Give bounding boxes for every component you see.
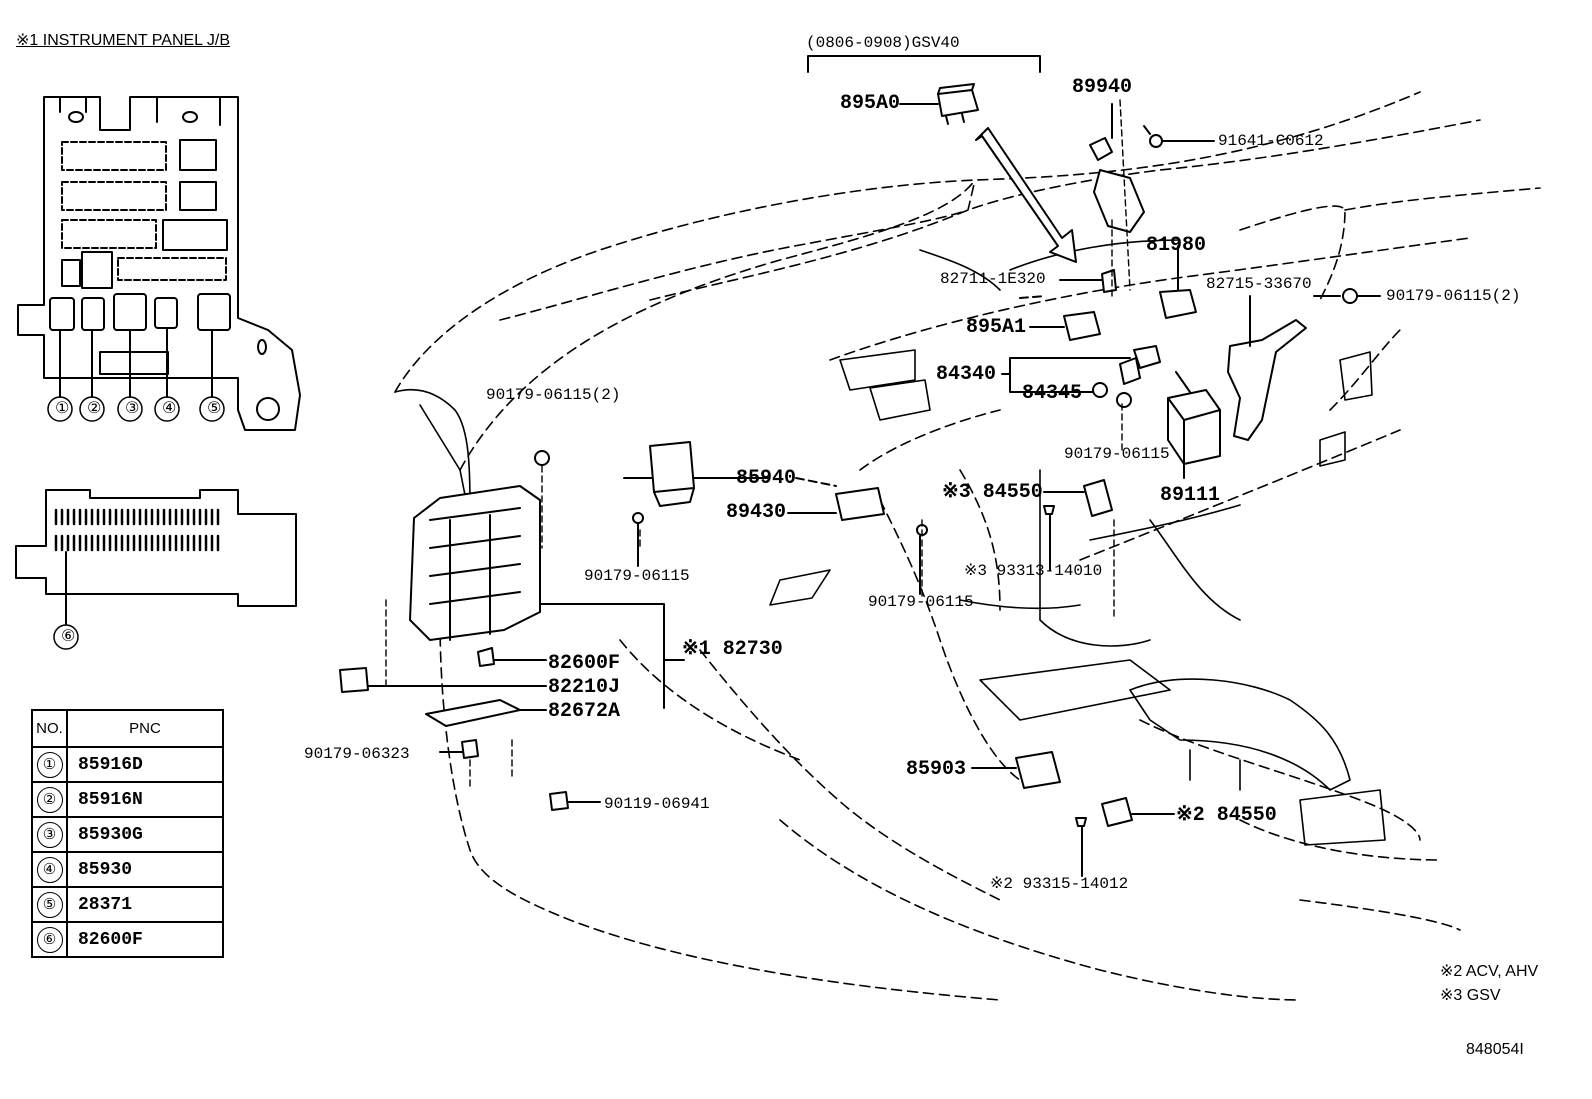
note-gsv: ※3 GSV xyxy=(1440,987,1501,1004)
row-no: ⑥ xyxy=(36,926,63,953)
part-label-82600f[interactable]: 82600F xyxy=(548,652,621,675)
row-pnc: 82600F xyxy=(78,929,143,950)
table-row: ⑥ 82600F xyxy=(31,921,224,958)
jb-top-view xyxy=(17,96,301,431)
row-no: ② xyxy=(36,786,63,813)
row-no: ⑤ xyxy=(36,891,63,918)
note-acv-ahv: ※2 ACV, AHV xyxy=(1440,963,1539,980)
part-label-85940[interactable]: 85940 xyxy=(736,467,797,490)
part-label-89940[interactable]: 89940 xyxy=(1072,76,1133,99)
part-label-91641-c0612[interactable]: 91641-C0612 xyxy=(1218,132,1324,150)
part-label-90179-06323[interactable]: 90179-06323 xyxy=(304,745,410,763)
table-row: ① 85916D xyxy=(31,746,224,783)
row-pnc: 85930G xyxy=(78,824,143,845)
callout-3: ③ xyxy=(125,400,140,417)
part-label-90179-06115-lower-2[interactable]: 90179-06115 xyxy=(868,593,974,611)
part-label-90179-06115-2-left[interactable]: 90179-06115(2) xyxy=(486,386,621,404)
row-no: ③ xyxy=(36,821,63,848)
leader-lines xyxy=(385,99,1131,791)
jb-callout-circles xyxy=(47,396,225,650)
table-row: ⑤ 28371 xyxy=(31,886,224,923)
part-label-84550-bottom[interactable]: ※2 84550 xyxy=(1176,804,1277,827)
callout-1: ① xyxy=(55,400,70,417)
part-label-84340[interactable]: 84340 xyxy=(936,363,997,386)
direction-arrow xyxy=(975,127,1077,263)
callout-4: ④ xyxy=(162,400,177,417)
col-pnc-header: PNC xyxy=(66,709,224,748)
part-label-84550-top[interactable]: ※3 84550 xyxy=(942,481,1043,504)
part-label-84345[interactable]: 84345 xyxy=(1022,382,1083,405)
row-pnc: 85916D xyxy=(78,754,143,775)
row-pnc: 85916N xyxy=(78,789,143,810)
dashboard-outline xyxy=(394,91,1541,1001)
table-row: ④ 85930 xyxy=(31,851,224,888)
part-label-89111[interactable]: 89111 xyxy=(1160,484,1221,507)
jb-side-view xyxy=(15,489,297,625)
part-label-82711-1e320[interactable]: 82711-1E320 xyxy=(940,270,1046,288)
row-no: ① xyxy=(36,751,63,778)
part-label-90179-06115-lower-1[interactable]: 90179-06115 xyxy=(584,567,690,585)
part-label-82210j[interactable]: 82210J xyxy=(548,676,621,699)
part-label-82715-33670[interactable]: 82715-33670 xyxy=(1206,275,1312,293)
callout-2: ② xyxy=(87,400,102,417)
range-bracket xyxy=(807,55,1041,73)
part-label-85903[interactable]: 85903 xyxy=(906,758,967,781)
part-label-81980[interactable]: 81980 xyxy=(1146,234,1207,257)
part-label-90179-06115-mid[interactable]: 90179-06115 xyxy=(1064,445,1170,463)
col-no-header: NO. xyxy=(31,709,68,748)
part-label-93313-14010[interactable]: ※3 93313-14010 xyxy=(964,562,1103,580)
row-pnc: 28371 xyxy=(78,894,133,915)
row-no: ④ xyxy=(36,856,63,883)
figure-code: 848054I xyxy=(1466,1041,1524,1058)
part-label-895a0[interactable]: 895A0 xyxy=(840,92,901,115)
pnc-table: NO. PNC ① 85916D ② 85916N ③ 85930G ④ 859… xyxy=(31,709,224,958)
part-label-82672a[interactable]: 82672A xyxy=(548,700,621,723)
part-label-895a1[interactable]: 895A1 xyxy=(966,316,1027,339)
table-row: ③ 85930G xyxy=(31,816,224,853)
table-header-row: NO. PNC xyxy=(31,709,224,748)
parts xyxy=(339,83,1381,877)
part-label-82730[interactable]: ※1 82730 xyxy=(682,638,783,661)
jb-title: ※1 INSTRUMENT PANEL J/B xyxy=(16,32,231,49)
callout-6: ⑥ xyxy=(61,628,76,645)
range-label: (0806-0908)GSV40 xyxy=(806,34,960,52)
part-label-90179-06115-2-right[interactable]: 90179-06115(2) xyxy=(1386,287,1521,305)
part-label-90119-06941[interactable]: 90119-06941 xyxy=(604,795,710,813)
callout-5: ⑤ xyxy=(207,400,222,417)
part-label-89430[interactable]: 89430 xyxy=(726,501,787,524)
part-label-93315-14012[interactable]: ※2 93315-14012 xyxy=(990,875,1129,893)
row-pnc: 85930 xyxy=(78,859,133,880)
table-row: ② 85916N xyxy=(31,781,224,818)
dashboard-solid-lines xyxy=(394,239,1386,846)
